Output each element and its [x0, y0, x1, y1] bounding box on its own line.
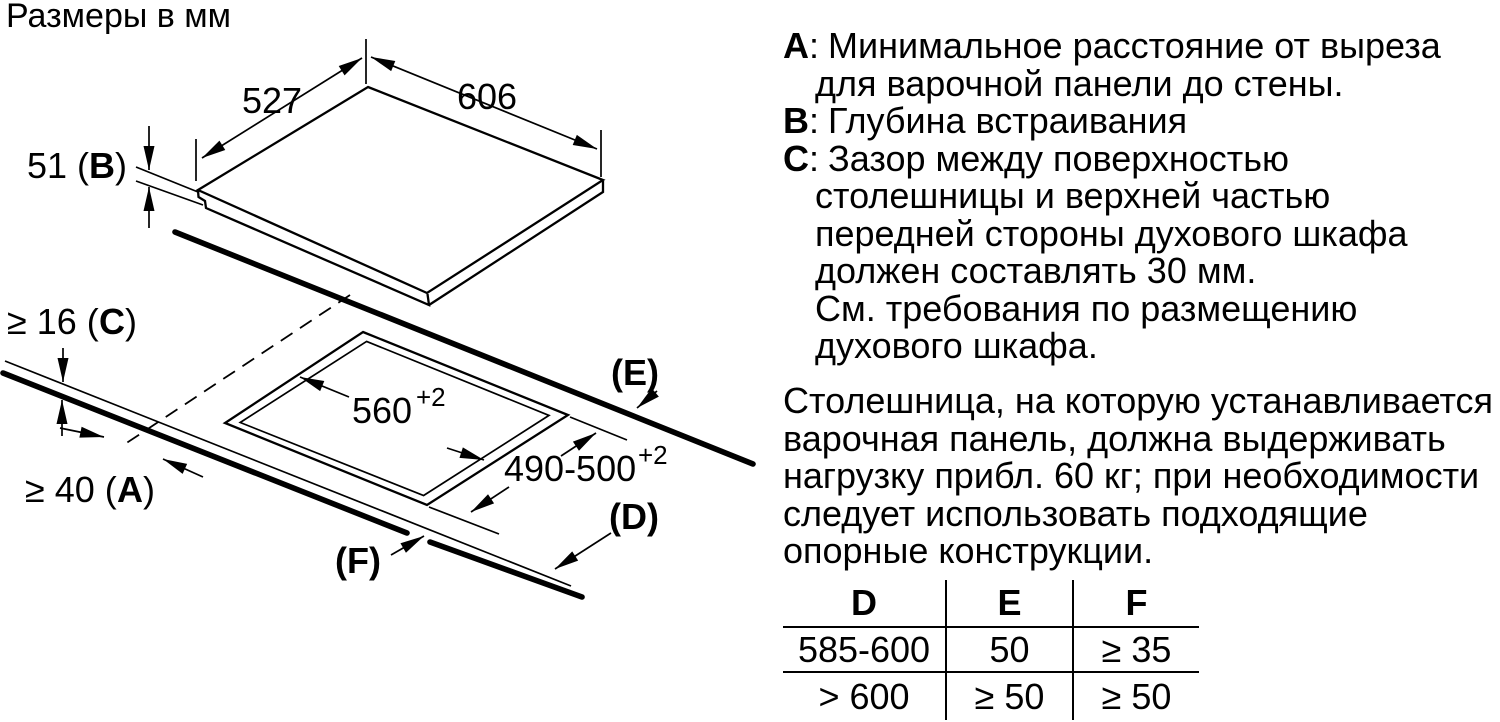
- table-cell: ≥ 50: [1072, 673, 1199, 720]
- definition-c-line: должен составлять 30 мм.: [815, 250, 1257, 291]
- worktop-cutout: [222, 330, 571, 507]
- definition-b-colon: :: [809, 100, 820, 141]
- table-header-e: E: [945, 580, 1072, 628]
- dim-seg-lower: [470, 486, 510, 513]
- worktop-note: Столешница, на которую устанавливается в…: [783, 382, 1500, 570]
- definition-a-line: Минимальное расстояние от выреза: [828, 25, 1441, 66]
- table-header-f: F: [1072, 580, 1199, 628]
- dim-40-a: ≥ 40 ( A ): [25, 426, 204, 510]
- label-f-text: (F): [335, 540, 381, 581]
- worktop-note-line: опорные конструкции.: [783, 530, 1154, 571]
- label-d: (D): [554, 496, 659, 570]
- definition-c-line: столешницы и верхней частью: [815, 175, 1331, 216]
- leader-lower: [446, 447, 485, 461]
- table-cell: > 600: [818, 675, 910, 717]
- definition-c: C:Зазор между поверхностью столешницы и …: [783, 137, 1498, 366]
- definition-c-line: См. требования по размещению: [815, 287, 1358, 329]
- ext-line-bottom: [428, 506, 500, 535]
- countertop-front-bottom-edge-1: [0, 370, 410, 536]
- leader-e: [636, 388, 659, 409]
- ext-line-right: [569, 416, 628, 441]
- dim-560-value: 560: [352, 390, 412, 431]
- ext-line-bottom: [135, 180, 204, 206]
- countertop-back-edge: [172, 229, 756, 467]
- leader-f: [390, 535, 425, 556]
- table-header-d: D: [783, 580, 945, 628]
- dim-51-b: 51 ( B ): [27, 126, 204, 228]
- definition-b: B:Глубина встраивания: [783, 102, 1498, 140]
- table-cell: 50: [945, 628, 1072, 673]
- cooktop-left-side-profile: [196, 189, 431, 307]
- dim-16-close: ): [125, 301, 137, 342]
- dim-40-prefix: ≥ 40 (: [25, 469, 117, 510]
- arrow-right: [59, 426, 105, 438]
- dim-51-prefix: 51 (: [27, 145, 89, 186]
- label-e-text: (E): [611, 352, 659, 393]
- dim-40-letter: A: [117, 469, 143, 510]
- arrow-left: [162, 458, 204, 478]
- dim-16-prefix: ≥ 16 (: [7, 301, 99, 342]
- cutout-outer-edge: [222, 330, 571, 507]
- definition-b-line: Глубина встраивания: [828, 100, 1188, 141]
- dim-16-letter: C: [99, 301, 125, 342]
- definition-a-colon: :: [809, 25, 820, 66]
- table-cell: ≥ 50: [945, 673, 1072, 720]
- dim-606-value: 606: [457, 76, 517, 117]
- cutout-inner-edge: [238, 340, 551, 497]
- cooktop-right-side-profile: [428, 181, 605, 306]
- dim-490-tolerance: +2: [638, 440, 668, 470]
- label-f: (F): [335, 535, 425, 581]
- table-cell: 585-600: [783, 628, 945, 673]
- worktop-note-line: Столешница, на которую устанавливается: [783, 380, 1494, 421]
- label-d-text: (D): [609, 496, 659, 537]
- leader-upper: [299, 376, 350, 398]
- worktop-note-line: следует использовать подходящие: [783, 492, 1368, 534]
- definition-c-line: передней стороны духового шкафа: [815, 212, 1408, 254]
- label-e: (E): [611, 352, 659, 409]
- countertop: [0, 229, 756, 600]
- table-cell: ≥ 35: [1072, 628, 1199, 673]
- definition-c-line: Зазор между поверхностью: [828, 137, 1290, 179]
- definition-c-letter: C: [783, 137, 809, 179]
- worktop-note-line: варочная панель, должна выдерживать: [783, 417, 1446, 459]
- leader-d: [554, 532, 612, 570]
- definition-c-line: духового шкафа.: [815, 325, 1098, 366]
- installation-diagram: 527 606 51 ( B ) ≥ 16 ( C ): [0, 39, 756, 600]
- dim-line-606: [370, 56, 598, 150]
- dim-16-c: ≥ 16 ( C ): [7, 301, 137, 436]
- dim-527-value: 527: [242, 80, 302, 121]
- definition-b-letter: B: [783, 100, 809, 141]
- dim-527: 527: [195, 39, 367, 181]
- dim-51-close: ): [115, 145, 127, 186]
- dim-560: 560 +2: [299, 376, 485, 461]
- dim-line-527: [201, 57, 363, 159]
- definition-c-colon: :: [809, 137, 820, 179]
- dim-51-letter: B: [89, 145, 115, 186]
- definition-a: A:Минимальное расстояние от выреза для в…: [783, 27, 1498, 102]
- worktop-note-line: нагрузку прибл. 60 кг; при необходимости: [783, 455, 1480, 496]
- dim-490-value: 490-500: [504, 448, 636, 489]
- countertop-front-top-edge: [4, 360, 572, 587]
- definitions-list: A:Минимальное расстояние от выреза для в…: [783, 27, 1498, 365]
- dim-40-close: ): [143, 469, 155, 510]
- ext-line-top: [135, 166, 199, 193]
- def-dimension-table: D E F 585-600 50 ≥ 35 > 600 ≥ 50 ≥ 50: [783, 580, 1199, 720]
- dim-606: 606: [370, 56, 602, 177]
- dim-seg-upper: [560, 432, 597, 457]
- page-title: Размеры в мм: [6, 0, 232, 35]
- definition-a-letter: A: [783, 25, 809, 66]
- dim-560-tolerance: +2: [416, 382, 446, 412]
- dim-490-500: 490-500 +2: [428, 416, 668, 535]
- definition-a-line: для варочной панели до стены.: [815, 62, 1344, 104]
- countertop-front-bottom-edge-2: [427, 539, 585, 600]
